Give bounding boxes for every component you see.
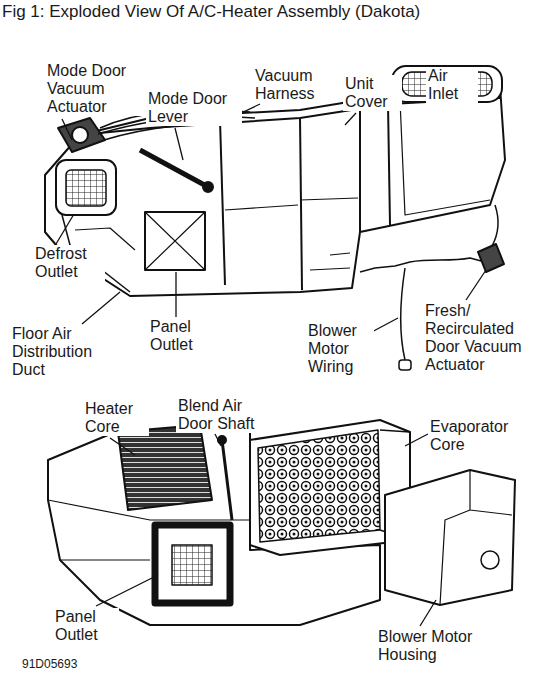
part-label: Mode Door Lever <box>146 90 242 126</box>
part-label: Evaporator Core <box>428 418 532 454</box>
part-label: Blower Motor Housing <box>376 628 498 664</box>
part-label: Floor Air Distribution Duct <box>10 325 118 379</box>
part-label: Fresh/ Recirculated Door Vacuum Actuator <box>423 302 547 374</box>
part-label: Air Inlet <box>426 67 478 103</box>
part-label: Unit Cover <box>343 75 402 111</box>
figure-code: 91D05693 <box>20 657 114 671</box>
part-label: Mode Door Vacuum Actuator <box>45 62 149 116</box>
part-label: Panel Outlet <box>148 318 214 354</box>
part-label: Blend Air Door Shaft <box>176 397 272 433</box>
part-label: Panel Outlet <box>53 608 119 644</box>
part-label: Heater Core <box>83 400 149 436</box>
part-label: Vacuum Harness <box>253 67 337 103</box>
part-label: Blower Motor Wiring <box>306 322 374 376</box>
part-label: Defrost Outlet <box>33 245 105 281</box>
figure-title: Fig 1: Exploded View Of A/C-Heater Assem… <box>2 2 420 22</box>
